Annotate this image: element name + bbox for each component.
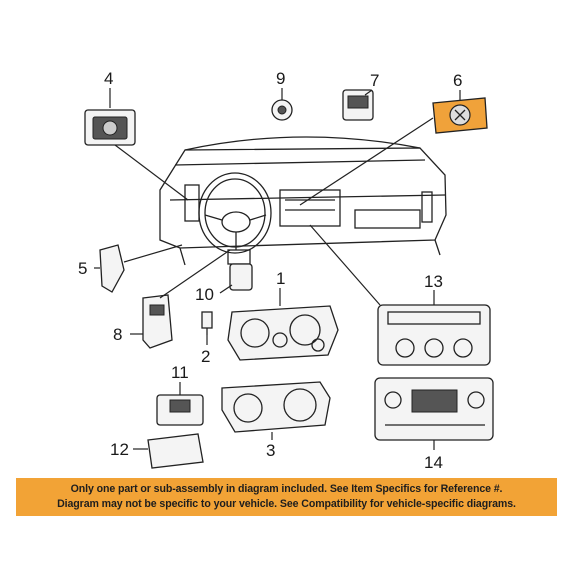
- part-12-panel: [147, 433, 204, 469]
- part-3-housing: [221, 381, 331, 433]
- part-4-switch: [84, 109, 136, 146]
- part-11-switch: [156, 394, 204, 426]
- part-9-ignition: [271, 99, 293, 121]
- instrument-panel: [159, 136, 447, 266]
- callout-9: 9: [276, 69, 285, 88]
- callout-10: 10: [195, 285, 214, 304]
- part-6-switch-highlighted: [432, 97, 488, 134]
- part-1-cluster: [227, 305, 339, 361]
- disclaimer-line-1: Only one part or sub-assembly in diagram…: [70, 483, 503, 495]
- callout-4: 4: [104, 69, 113, 88]
- callout-8: 8: [113, 325, 122, 344]
- part-8-switch: [142, 294, 173, 349]
- callout-3: 3: [266, 441, 275, 460]
- callout-5: 5: [78, 259, 87, 278]
- steering-wheel: [198, 172, 272, 265]
- leader-lines: [94, 88, 461, 450]
- callout-11: 11: [171, 363, 189, 382]
- callout-12: 12: [110, 440, 129, 459]
- part-14-radio: [374, 377, 494, 441]
- disclaimer-banner: Only one part or sub-assembly in diagram…: [16, 478, 557, 516]
- disclaimer-line-2: Diagram may not be specific to your vehi…: [57, 498, 516, 510]
- part-7-switch: [342, 89, 374, 121]
- callout-1: 1: [276, 269, 285, 288]
- part-5-module: [99, 244, 125, 293]
- callout-7: 7: [370, 71, 379, 90]
- callout-6: 6: [453, 71, 462, 90]
- callout-13: 13: [424, 272, 443, 291]
- part-13-climate-control: [377, 304, 491, 366]
- callout-2: 2: [201, 347, 210, 366]
- callout-14: 14: [424, 453, 443, 472]
- part-2-socket: [201, 311, 213, 335]
- part-10-sensor: [229, 263, 253, 291]
